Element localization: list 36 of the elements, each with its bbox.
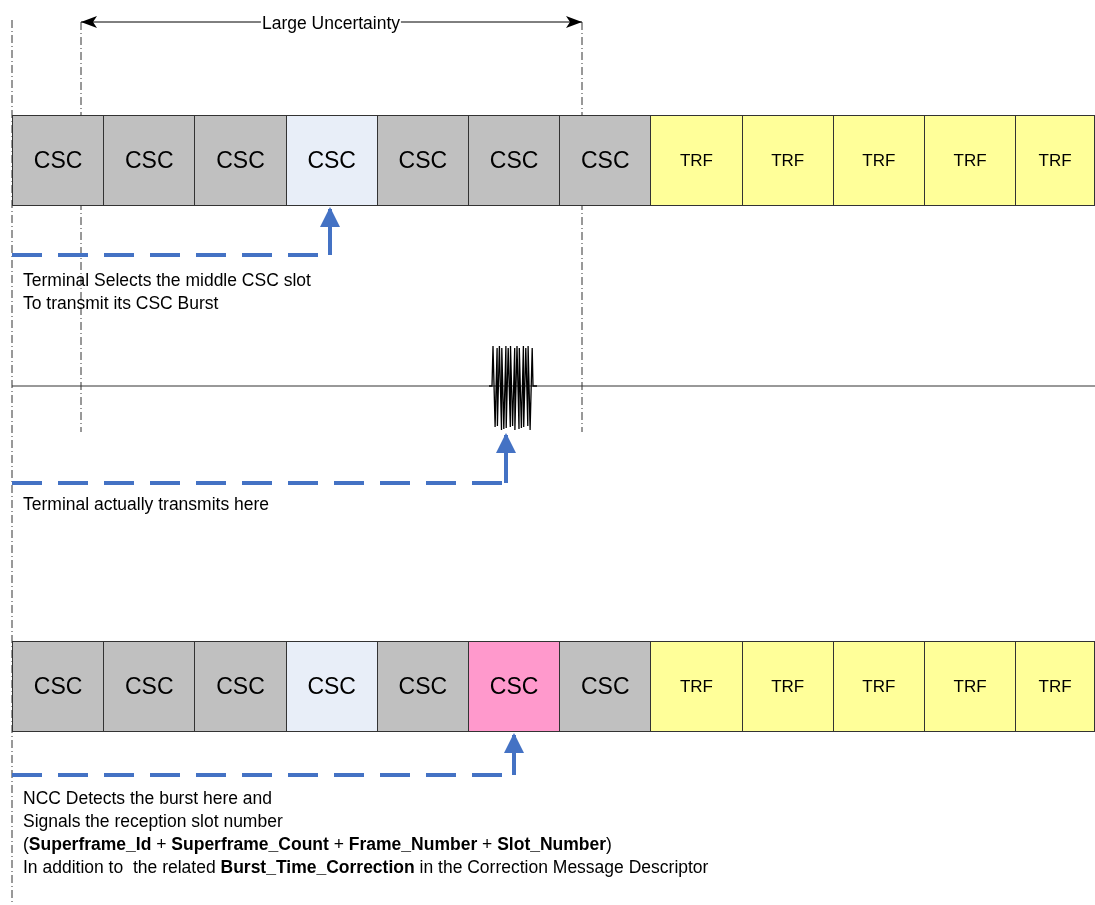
dimension-label: Large Uncertainty: [260, 13, 402, 33]
time-slot: CSC: [468, 641, 561, 732]
time-slot: TRF: [1015, 641, 1095, 732]
annotation-text: (Superframe_Id + Superframe_Count + Frame_Number + Slot_Number): [23, 833, 613, 856]
arrow: [12, 207, 340, 257]
annotation-text: Terminal actually transmits here: [23, 493, 271, 516]
time-slot: CSC: [285, 641, 378, 732]
time-slot: CSC: [559, 641, 652, 732]
annotation-text: NCC Detects the burst here and: [23, 787, 273, 810]
time-slot: TRF: [1015, 115, 1095, 206]
arrow: [12, 433, 516, 485]
time-slot: CSC: [468, 115, 561, 206]
time-slot: TRF: [924, 641, 1017, 732]
time-slot: CSC: [285, 115, 378, 206]
time-slot: CSC: [194, 115, 287, 206]
time-slot: CSC: [376, 641, 469, 732]
time-slot: CSC: [12, 641, 105, 732]
time-slot: CSC: [103, 115, 196, 206]
time-slot: CSC: [103, 641, 196, 732]
arrow: [12, 733, 524, 777]
annotation-text: In addition to the related Burst_Time_Correction in the Correction Message Descriptor: [23, 856, 710, 879]
time-slot: CSC: [12, 115, 105, 206]
time-slot: CSC: [559, 115, 652, 206]
annotation-text: Signals the reception slot number: [23, 810, 284, 833]
time-slot: TRF: [650, 641, 743, 732]
burst-waveform: [489, 344, 537, 432]
time-slot: TRF: [924, 115, 1017, 206]
time-slot: CSC: [194, 641, 287, 732]
time-slot: CSC: [376, 115, 469, 206]
time-slot: TRF: [832, 641, 925, 732]
time-slot: TRF: [741, 115, 834, 206]
annotation-text: Terminal Selects the middle CSC slot: [23, 269, 312, 292]
time-slot: TRF: [650, 115, 743, 206]
time-slot: TRF: [741, 641, 834, 732]
annotation-text: To transmit its CSC Burst: [23, 292, 220, 315]
time-slot: TRF: [832, 115, 925, 206]
